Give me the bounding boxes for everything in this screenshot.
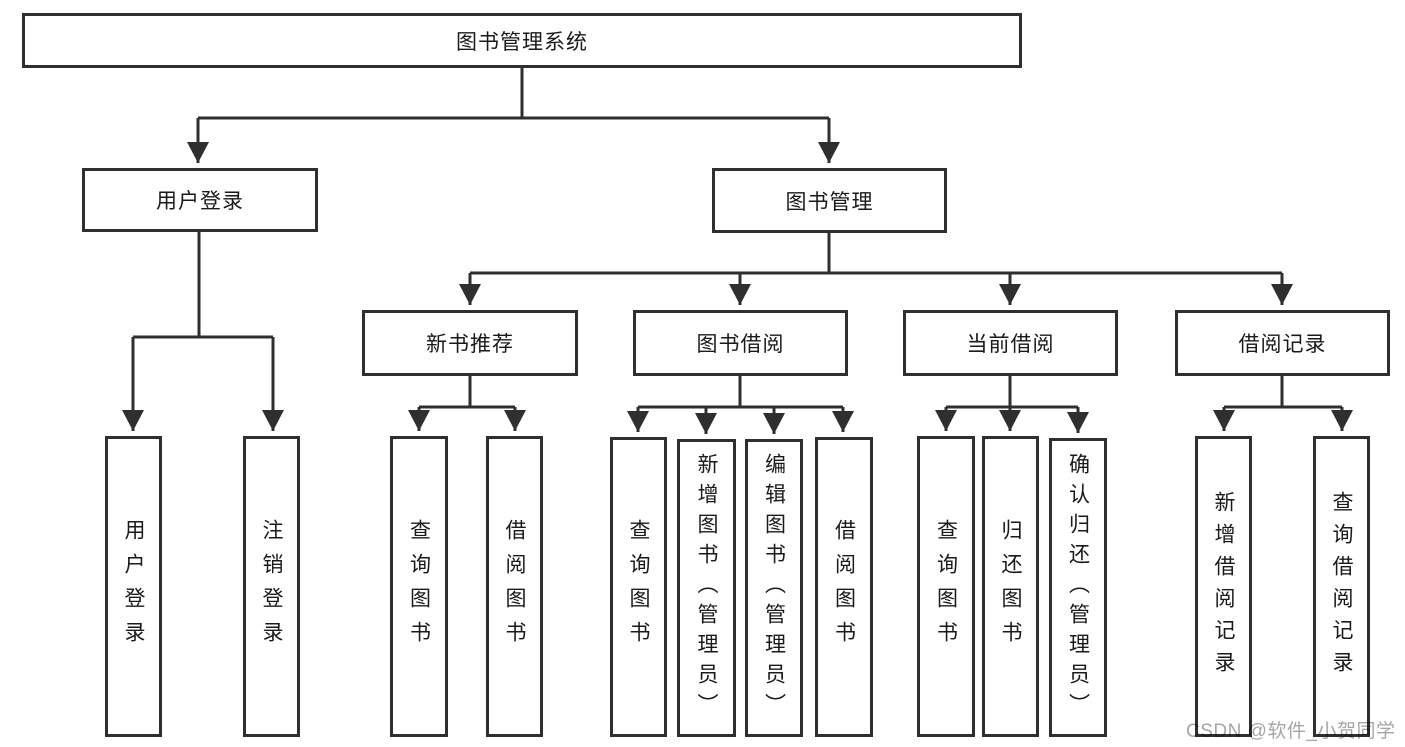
node-user-login: 用户登录 (82, 168, 318, 232)
node-current-borrowing: 当前借阅 (903, 310, 1118, 376)
leaf-label: 借阅图书 (832, 519, 856, 655)
leaf-label: 借阅图书 (503, 518, 527, 655)
leaf-return-books: 归还图书 (982, 436, 1039, 737)
connector-borrowing-records-skeleton (1224, 376, 1342, 409)
node-label: 图书管理系统 (456, 30, 588, 54)
node-label: 借阅记录 (1238, 333, 1327, 356)
node-label: 新书推荐 (426, 333, 514, 356)
leaf-label: 归还图书 (999, 518, 1023, 655)
connector-current-borrowing-skeleton (946, 376, 1078, 409)
node-borrowing-records: 借阅记录 (1175, 310, 1390, 376)
node-label: 图书借阅 (696, 333, 785, 356)
leaf-edit-book-admin: 编辑图书（管理员） (745, 439, 803, 737)
leaf-label: 新增借阅记录 (1212, 490, 1236, 683)
leaf-label: 查询图书 (934, 518, 958, 655)
leaf-label: 查询图书 (407, 518, 431, 655)
leaf-label: 新增图书（管理员） (695, 453, 719, 723)
leaf-add-book-admin: 新增图书（管理员） (677, 439, 736, 737)
leaf-label: 注销登录 (260, 518, 284, 655)
connector-book-borrowing-skeleton (638, 376, 843, 409)
leaf-add-borrow-record: 新增借阅记录 (1195, 436, 1252, 737)
leaf-search-books-borrowing: 查询图书 (610, 437, 667, 737)
leaf-borrow-books-recommend: 借阅图书 (486, 436, 543, 737)
leaf-label: 编辑图书（管理员） (762, 453, 786, 723)
leaf-label: 用户登录 (122, 518, 146, 655)
node-book-borrowing: 图书借阅 (633, 310, 848, 376)
leaf-borrow-books-borrowing: 借阅图书 (815, 437, 873, 737)
leaf-logout: 注销登录 (243, 436, 300, 737)
csdn-watermark: CSDN @软件_小贺同学 (1186, 721, 1396, 742)
connector-new-book-recommend-skeleton (419, 376, 515, 409)
connector-root-skeleton (198, 68, 829, 120)
leaf-label: 查询借阅记录 (1330, 490, 1354, 683)
node-book-management: 图书管理 (712, 168, 947, 233)
connector-user-login-skeleton (133, 232, 273, 339)
node-library-management-system: 图书管理系统 (22, 13, 1022, 68)
leaf-user-login: 用户登录 (105, 436, 162, 737)
leaf-search-books-current: 查询图书 (917, 436, 975, 737)
node-label: 用户登录 (156, 190, 244, 213)
node-new-book-recommend: 新书推荐 (362, 310, 578, 376)
leaf-label: 确认归还（管理员） (1066, 452, 1090, 723)
leaf-query-borrow-record: 查询借阅记录 (1313, 436, 1370, 737)
leaf-confirm-return-admin: 确认归还（管理员） (1049, 438, 1107, 737)
node-label: 当前借阅 (966, 333, 1055, 356)
leaf-label: 查询图书 (627, 519, 651, 655)
connector-book-management-skeleton (470, 233, 1282, 275)
leaf-search-books-recommend: 查询图书 (390, 436, 448, 737)
node-label: 图书管理 (785, 190, 874, 214)
